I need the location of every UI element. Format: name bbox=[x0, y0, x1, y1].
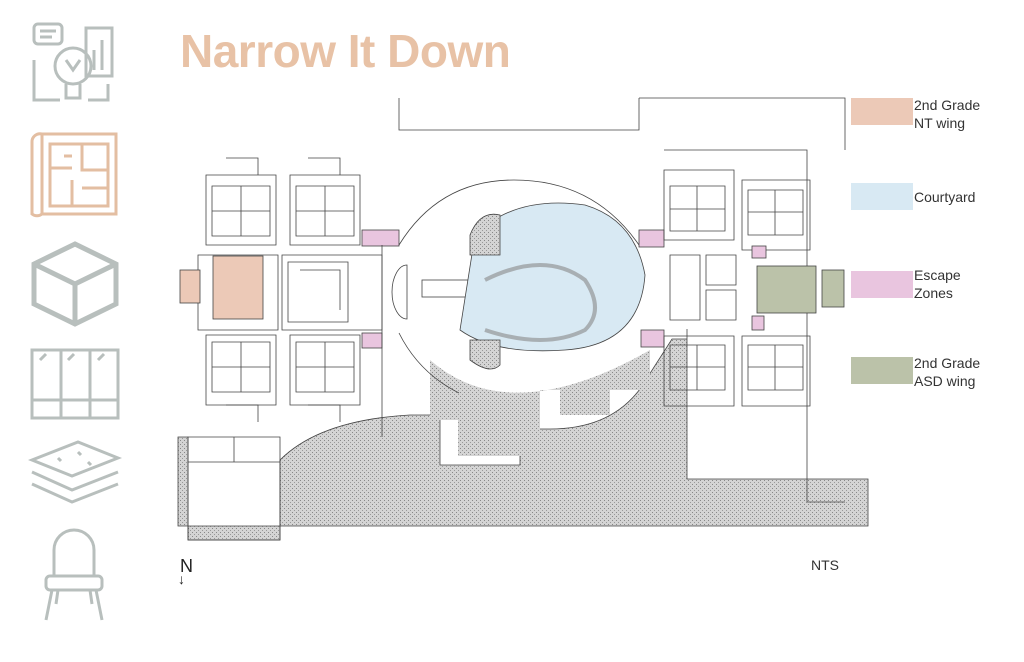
legend-label: NT wing bbox=[914, 115, 966, 131]
layers-icon[interactable] bbox=[28, 438, 122, 508]
escape-zone bbox=[361, 229, 400, 247]
legend-label: Courtyard bbox=[914, 189, 976, 205]
legend-label: Zones bbox=[914, 285, 953, 301]
north-label: N bbox=[180, 556, 193, 576]
asd-wing-classroom bbox=[756, 265, 817, 314]
escape-zone bbox=[751, 245, 767, 259]
window-icon[interactable] bbox=[28, 348, 122, 420]
north-arrow: N↓ bbox=[178, 556, 193, 587]
legend-swatch bbox=[851, 183, 913, 210]
chair-icon[interactable] bbox=[28, 526, 122, 622]
escape-zone bbox=[638, 229, 665, 248]
legend-label: ASD wing bbox=[914, 373, 976, 389]
courtyard bbox=[459, 202, 646, 352]
arrow-down-icon: ↓ bbox=[178, 571, 185, 587]
asd-wing-annex bbox=[821, 269, 845, 308]
idea-board-icon[interactable] bbox=[28, 20, 118, 110]
legend-swatch bbox=[851, 357, 913, 384]
legend-label: 2nd Grade bbox=[914, 97, 981, 113]
legend-swatch bbox=[851, 271, 913, 298]
sidebar bbox=[28, 20, 128, 640]
escape-zone bbox=[751, 315, 765, 331]
escape-zone bbox=[361, 332, 383, 349]
central-hub bbox=[391, 179, 665, 394]
nt-wing-annex bbox=[179, 269, 201, 304]
escape-zone bbox=[640, 329, 665, 348]
legend-label: Escape bbox=[914, 267, 961, 283]
floor-plan-icon[interactable] bbox=[28, 128, 122, 220]
scale-label: NTS bbox=[811, 557, 839, 573]
legend-swatch bbox=[851, 98, 913, 125]
box-icon[interactable] bbox=[28, 238, 122, 330]
right-wing bbox=[663, 169, 845, 407]
left-wing bbox=[179, 157, 400, 437]
page-title: Narrow It Down bbox=[180, 25, 511, 77]
nt-wing-classroom bbox=[212, 255, 264, 320]
legend-label: 2nd Grade bbox=[914, 355, 981, 371]
